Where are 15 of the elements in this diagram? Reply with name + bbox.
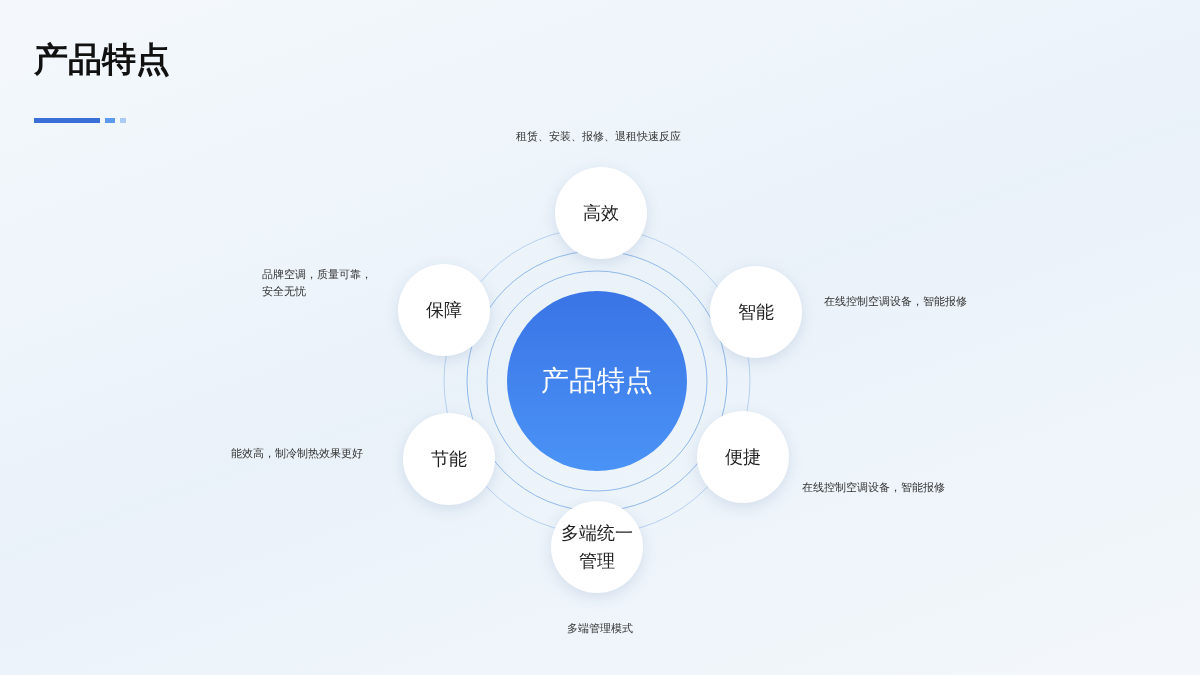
feature-label: 多端统一管理 <box>560 521 634 573</box>
feature-description: 在线控制空调设备，智能报修 <box>824 294 967 310</box>
feature-label: 保障 <box>425 298 463 322</box>
feature-description: 租赁、安装、报修、退租快速反应 <box>516 129 681 145</box>
center-label: 产品特点 <box>541 363 653 399</box>
feature-label: 智能 <box>737 300 775 324</box>
feature-label: 便捷 <box>724 445 762 469</box>
feature-label: 节能 <box>430 447 468 471</box>
feature-circle <box>551 501 643 593</box>
feature-description: 能效高，制冷制热效果更好 <box>231 446 363 462</box>
page-title: 产品特点 <box>34 38 170 81</box>
feature-label: 高效 <box>582 201 620 225</box>
feature-description: 多端管理模式 <box>567 621 633 637</box>
feature-description: 在线控制空调设备，智能报修 <box>802 480 945 496</box>
feature-description: 品牌空调，质量可靠，安全无忧 <box>262 267 373 300</box>
